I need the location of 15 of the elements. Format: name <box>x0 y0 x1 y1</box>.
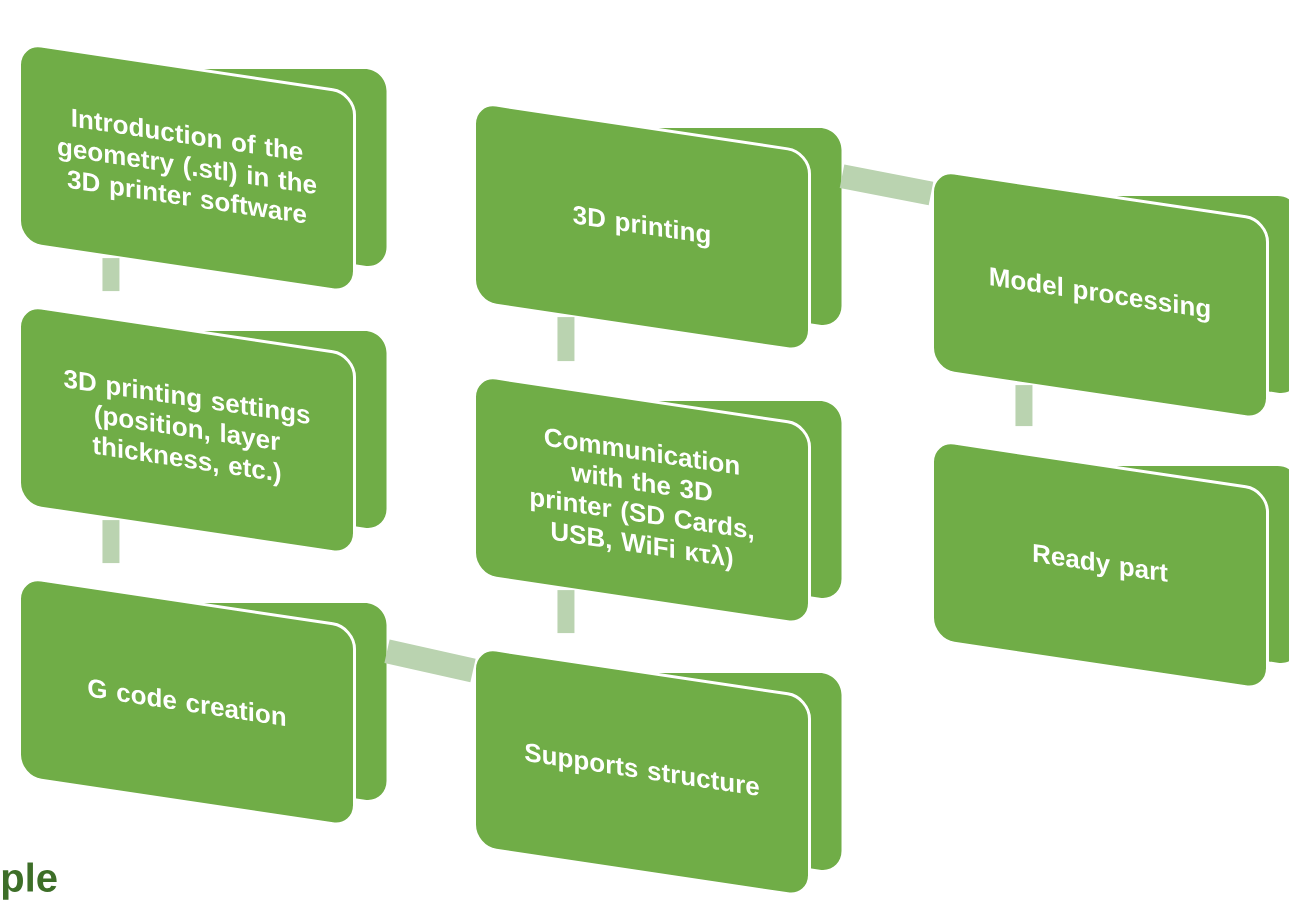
connector <box>384 639 476 683</box>
process-box: G code creation <box>18 578 387 826</box>
process-box: Ready part <box>931 441 1289 689</box>
process-box: Introduction of the geometry (.stl) in the 3D printer software <box>18 44 387 292</box>
process-box: Supports structure <box>473 648 842 896</box>
connector <box>557 317 575 362</box>
process-box: 3D printing settings (position, layer thickness, etc.) <box>18 306 387 554</box>
connector <box>557 590 575 634</box>
connector <box>102 258 120 292</box>
connector <box>102 520 120 564</box>
process-box: Model processing <box>931 171 1289 419</box>
connector <box>839 164 934 206</box>
connector <box>1015 385 1033 427</box>
heading-fragment: ple <box>2 862 57 900</box>
process-box: 3D printing <box>473 103 842 351</box>
